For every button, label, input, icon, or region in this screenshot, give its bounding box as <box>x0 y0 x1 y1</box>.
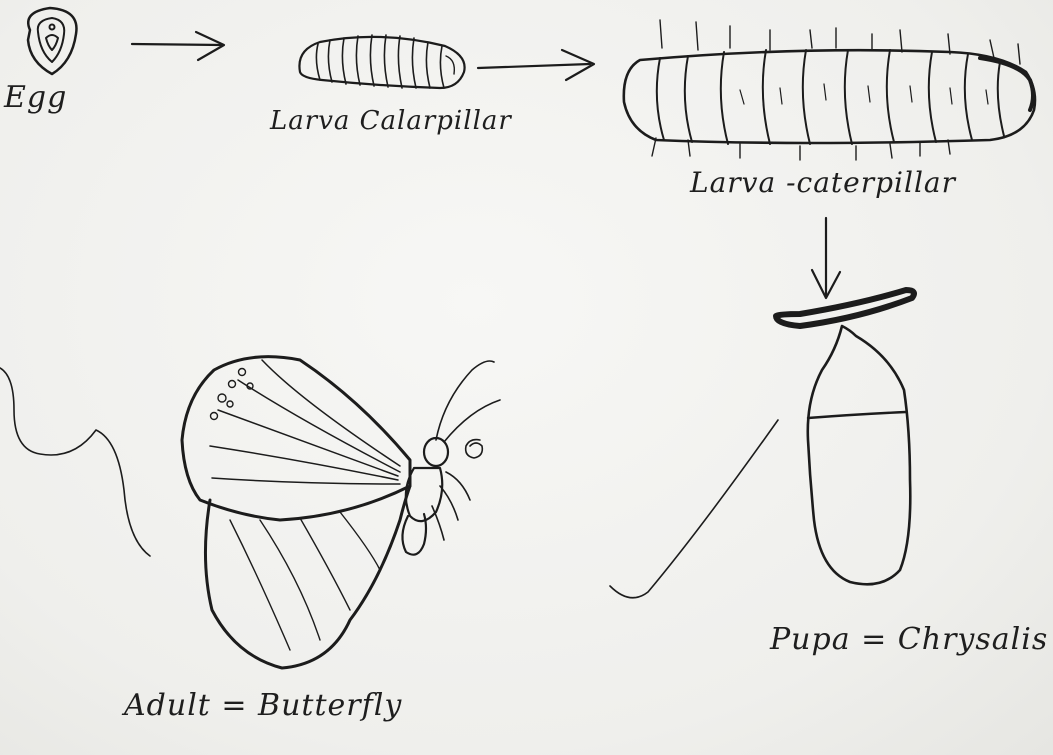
left-squiggle-line <box>0 368 150 556</box>
small-larva-label: Larva Calarpillar <box>270 106 512 136</box>
large-caterpillar-drawing <box>624 20 1035 160</box>
egg-drawing <box>28 8 76 74</box>
arrow-larva-to-caterpillar <box>478 50 594 80</box>
wing-spots <box>211 369 254 420</box>
large-larva-label: Larva -caterpillar <box>690 166 956 199</box>
adult-label: Adult = Butterfly <box>124 688 402 723</box>
butterfly-drawing <box>182 357 500 668</box>
arrow-caterpillar-to-pupa <box>812 218 840 298</box>
egg-label: Egg <box>4 80 67 115</box>
chrysalis-drawing <box>776 290 914 584</box>
small-larva-drawing <box>299 35 464 88</box>
pupa-label: Pupa = Chrysalis <box>770 622 1048 657</box>
arrow-egg-to-larva <box>132 32 224 60</box>
pupa-pointer-line <box>610 420 778 598</box>
